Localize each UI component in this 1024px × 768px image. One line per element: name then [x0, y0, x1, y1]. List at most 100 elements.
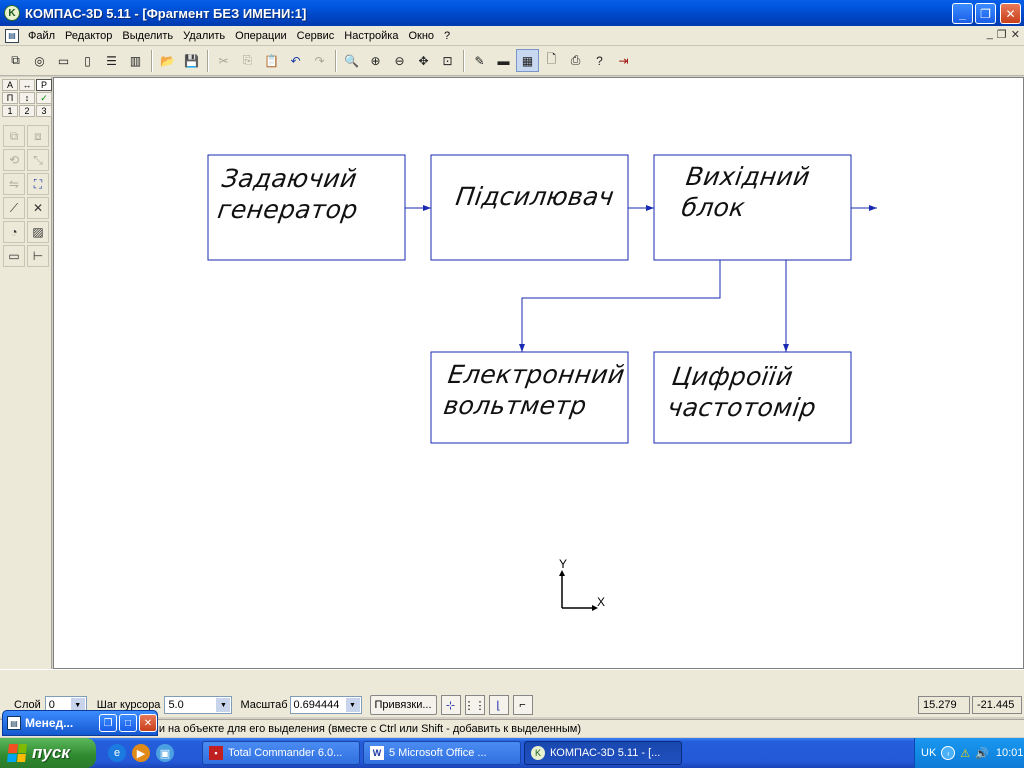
undo-icon[interactable]: ↶	[290, 53, 301, 68]
save-icon[interactable]: 💾	[184, 53, 199, 68]
doc-restore-button[interactable]: ❐	[996, 29, 1007, 41]
minimize-button[interactable]: _	[952, 3, 973, 24]
preview-icon[interactable]: 🗋	[546, 52, 557, 66]
manager-icon: ▤	[7, 716, 21, 730]
menu-help[interactable]: ?	[444, 29, 451, 42]
doc-minimize-button[interactable]: _	[986, 28, 993, 40]
panel-tab-measure[interactable]: ↕	[19, 92, 35, 104]
close-button[interactable]: ✕	[1000, 3, 1021, 24]
restore-button[interactable]: ❐	[975, 3, 996, 24]
new-assembly-icon[interactable]: ⧉	[11, 53, 20, 67]
media-player-icon[interactable]: ▶	[132, 744, 150, 762]
block-voltmeter[interactable]	[430, 351, 629, 444]
task-microsoft-office[interactable]: W 5 Microsoft Office ...	[363, 741, 521, 765]
word-icon: W	[370, 746, 384, 760]
rotate-icon[interactable]: ⟲	[3, 149, 25, 171]
exit-icon[interactable]: ⇥	[618, 53, 629, 68]
copy-object-icon[interactable]: ⧉	[3, 125, 25, 147]
doc-close-button[interactable]: ✕	[1010, 29, 1020, 41]
new-text-icon[interactable]: ☰	[106, 53, 117, 68]
zoom-in-icon[interactable]: ⊕	[370, 53, 381, 68]
panel-tab-edit[interactable]: ✓	[36, 92, 52, 104]
layer-icon[interactable]: ▬	[497, 53, 510, 68]
zoom-icon[interactable]: 🔍	[344, 53, 359, 68]
snap-grid-icon[interactable]: ⊹	[440, 695, 461, 715]
cut-icon[interactable]: ✂	[218, 53, 229, 68]
kompas-logo-icon[interactable]: K	[4, 5, 20, 21]
open-icon[interactable]: 📂	[160, 53, 175, 68]
help-icon[interactable]: ?	[596, 53, 603, 68]
new-spec-icon[interactable]: ▥	[129, 53, 142, 68]
ie-icon[interactable]: e	[108, 744, 126, 762]
block-frequency-meter[interactable]	[653, 351, 852, 444]
panel-tab-parametric[interactable]: П	[2, 92, 18, 104]
view-icon[interactable]: ▦	[516, 49, 539, 72]
refresh-icon[interactable]: ✎	[474, 53, 485, 68]
pan-icon[interactable]: ✥	[418, 53, 429, 68]
task-total-commander[interactable]: ▪ Total Commander 6.0...	[202, 741, 360, 765]
ortho-icon[interactable]: ⌐	[512, 695, 533, 715]
menu-delete[interactable]: Удалить	[183, 29, 226, 42]
panel-tab-3[interactable]: 3	[36, 105, 52, 117]
menu-select[interactable]: Выделить	[122, 29, 174, 42]
mini-window-title: Менед...	[25, 716, 74, 730]
minimized-manager-window[interactable]: ▤ Менед... ❐ □ ✕	[2, 710, 158, 736]
move-object-icon[interactable]: ⧈	[27, 125, 49, 147]
axis-x-label: X	[597, 595, 606, 609]
drawing-canvas[interactable]: Задаючий генератор Підсилювач Вихідний б…	[53, 77, 1024, 669]
mini-restore-button[interactable]: ❐	[99, 714, 117, 732]
paste-icon[interactable]: 📋	[264, 53, 279, 68]
snap-button[interactable]: Привязки...	[369, 695, 437, 715]
document-icon[interactable]: ▤	[5, 28, 19, 43]
cursor-step-select[interactable]: 5.0▼	[164, 696, 233, 714]
volume-icon[interactable]: 🔊	[975, 747, 989, 760]
start-button[interactable]: пуск	[0, 738, 96, 768]
break-icon[interactable]: ✕	[27, 197, 49, 219]
mirror-icon[interactable]: ⇋	[3, 173, 25, 195]
new-fragment-icon[interactable]: ▯	[84, 53, 91, 68]
axis-y-arrow	[559, 570, 565, 576]
panel-tab-geometry[interactable]: P	[36, 79, 52, 91]
menu-editor[interactable]: Редактор	[65, 29, 113, 42]
grid-icon[interactable]: ⋮⋮	[464, 695, 486, 715]
menu-window[interactable]: Окно	[408, 29, 435, 42]
scale-select[interactable]: 0.694444▼	[289, 696, 362, 714]
status-bar: ши на объекте для его выделения (вместе …	[0, 719, 1024, 737]
redo-icon[interactable]: ↷	[314, 53, 325, 68]
print-icon[interactable]: ⎙	[570, 53, 581, 67]
menu-file[interactable]: Файл	[28, 29, 56, 42]
warning-icon[interactable]: ⚠	[960, 747, 971, 760]
fillet-icon[interactable]: ◔	[3, 221, 25, 243]
mini-close-button[interactable]: ✕	[139, 714, 157, 732]
coord-x: 15.279	[918, 696, 970, 714]
zoom-all-icon[interactable]: ⊡	[442, 53, 453, 68]
tray-expand-icon[interactable]: ‹	[941, 746, 956, 760]
local-cs-icon[interactable]: ⌊	[488, 695, 509, 715]
panel-tab-text[interactable]: A	[2, 79, 18, 91]
hatch-icon[interactable]: ▨	[27, 221, 49, 243]
menu-service[interactable]: Сервис	[296, 29, 335, 42]
zoom-out-icon[interactable]: ⊖	[394, 53, 405, 68]
panel-tab-2[interactable]: 2	[19, 105, 35, 117]
menu-settings[interactable]: Настройка	[344, 29, 399, 42]
mini-maximize-button[interactable]: □	[119, 714, 137, 732]
menu-operations[interactable]: Операции	[235, 29, 287, 42]
trim-icon[interactable]: ⟋	[3, 197, 25, 219]
language-indicator[interactable]: UK	[921, 747, 937, 759]
new-part-icon[interactable]: ◎	[34, 53, 45, 68]
group-icon[interactable]: ▭	[3, 245, 25, 267]
window-title: КОМПАС-3D 5.11 - [Фрагмент БЕЗ ИМЕНИ:1]	[25, 5, 307, 21]
panel-tab-1[interactable]: 1	[2, 105, 18, 117]
panel-tab-dimensions[interactable]: ↔	[19, 79, 35, 91]
task-kompas[interactable]: K КОМПАС-3D 5.11 - [...	[524, 741, 682, 765]
quick-launch: e ▶ ▣	[108, 744, 188, 762]
desktop-icon[interactable]: ▣	[156, 744, 174, 762]
scale-icon[interactable]: ⤡	[27, 149, 49, 171]
new-drawing-icon[interactable]: ▭	[57, 53, 70, 68]
cursor-step-label: Шаг курсора	[96, 699, 161, 711]
split-icon[interactable]: ⊢	[27, 245, 49, 267]
copy-icon[interactable]: ⎘	[242, 53, 253, 67]
label-amplifier: Підсилювач	[453, 182, 616, 211]
main-toolbar: ⧉ ◎ ▭ ▯ ☰ ▥ 📂 💾 ✂ ⎘ 📋 ↶ ↷ 🔍 ⊕ ⊖ ✥ ⊡ ✎ ▬ …	[0, 46, 1024, 76]
deform-icon[interactable]: ⛶	[27, 173, 49, 195]
